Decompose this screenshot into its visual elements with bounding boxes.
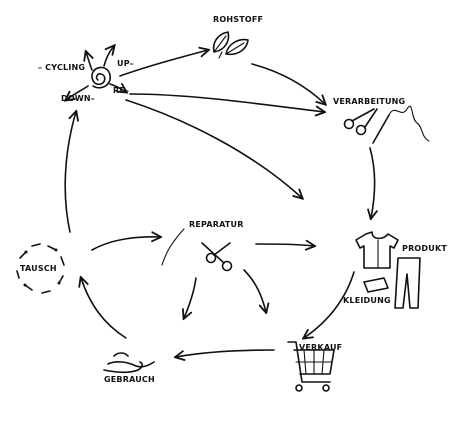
arrow-reparatur-to-verkauf [243,269,266,312]
scissors-thread-icon [161,228,233,272]
leaf-icon [212,31,249,59]
cycle-arrows [64,50,375,357]
up-label: UP– [117,59,134,68]
reparatur-node: REPARATUR [161,220,244,272]
arrow-gebrauch-to-reparatur [91,237,160,251]
tausch-node: TAUSCH [16,243,65,294]
down-label: DOWN– [61,94,95,103]
kleidung-label: KLEIDUNG [343,296,391,305]
rohstoff-node: ROHSTOFF [212,15,263,59]
circular-arrows-icon [16,243,65,294]
tausch-label: TAUSCH [20,264,57,273]
verkauf-node: VERKAUF [287,341,342,392]
arrow-cycling-to-produkt [125,99,302,198]
arrow-reparatur-to-produkt [255,244,314,246]
cycling-node: – CYCLING UP– RE– DOWN– [38,46,134,103]
produkt-label: PRODUKT [402,244,447,253]
re-label: RE– [113,86,129,95]
repair-arrows [91,237,314,318]
verarbeitung-label: VERARBEITUNG [333,97,405,106]
arrow-rohstoff-to-verarbeitung [251,63,325,104]
verarbeitung-node: VERARBEITUNG [333,97,430,144]
hand-icon [103,352,155,374]
gebrauch-label: GEBRAUCH [104,375,155,384]
rohstoff-label: ROHSTOFF [213,15,263,24]
arrow-tausch-to-cycling [64,112,76,233]
arrow-gebrauch-to-tausch [81,278,127,339]
shopping-cart-icon [287,341,335,392]
produkt-node: PRODUKT KLEIDUNG [343,231,447,309]
arrow-reparatur-to-gebrauch-left [184,277,197,318]
arrow-verarbeitung-to-produkt [370,147,375,218]
scissors-needle-icon [343,105,430,144]
cycling-label: – CYCLING [38,63,85,72]
reparatur-label: REPARATUR [189,220,244,229]
arrow-cycling-to-verarbeitung [129,93,324,112]
spiral-arrows-icon [66,46,126,100]
gebrauch-node: GEBRAUCH [103,352,155,384]
verkauf-label: VERKAUF [299,343,342,352]
arrow-produkt-to-verkauf [304,271,355,338]
arrow-verkauf-to-gebrauch [176,349,275,357]
arrow-cycling-to-rohstoff [119,50,208,77]
clothing-icon [355,231,421,309]
